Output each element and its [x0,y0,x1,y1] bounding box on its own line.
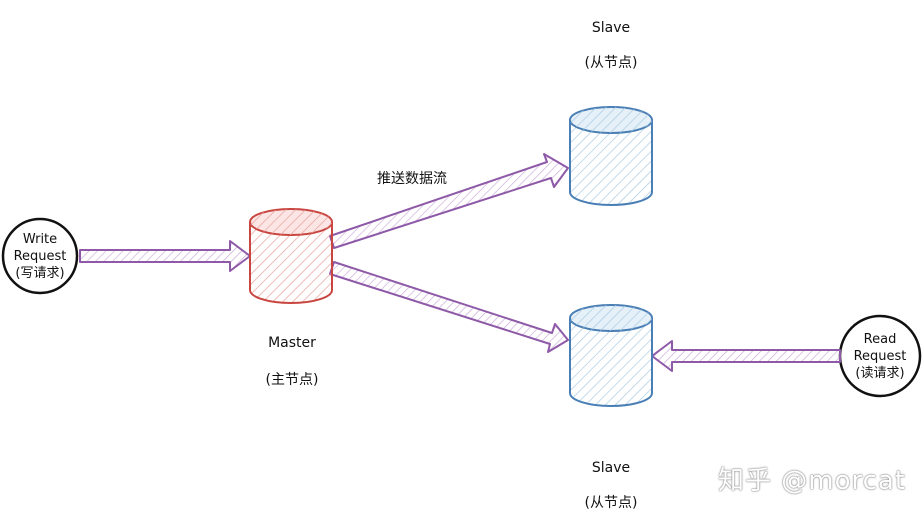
push-data-label: 推送数据流 [377,171,447,187]
slave-top-database-icon [569,106,653,206]
slave-bottom-database-icon [569,304,653,407]
slave-bottom-subtitle: (从节点) [584,495,638,511]
slave-top-title: Slave [591,20,631,36]
read-request-label: Read Request (读请求) [840,331,920,382]
master-database-icon [249,208,333,304]
watermark: 知乎 @morcat [718,466,907,496]
master-title: Master [268,335,316,351]
slave-bottom-title: Slave [591,460,631,476]
write-request-line1: Write [22,232,58,247]
read-request-line1: Read [863,332,897,347]
master-to-slave-bottom-arrow [329,261,569,353]
write-to-master-arrow [79,240,251,272]
master-subtitle: (主节点) [265,372,319,388]
master-to-slave-top-arrow [329,153,569,249]
read-request-line3: (读请求) [855,366,905,381]
slave-top-subtitle: (从节点) [584,55,638,71]
read-to-slave-arrow [651,340,841,372]
write-request-label: Write Request (写请求) [3,231,77,282]
write-request-node [1,217,79,295]
write-request-line2: Request [13,249,67,264]
read-request-line2: Request [853,349,907,364]
write-request-line3: (写请求) [15,266,65,281]
